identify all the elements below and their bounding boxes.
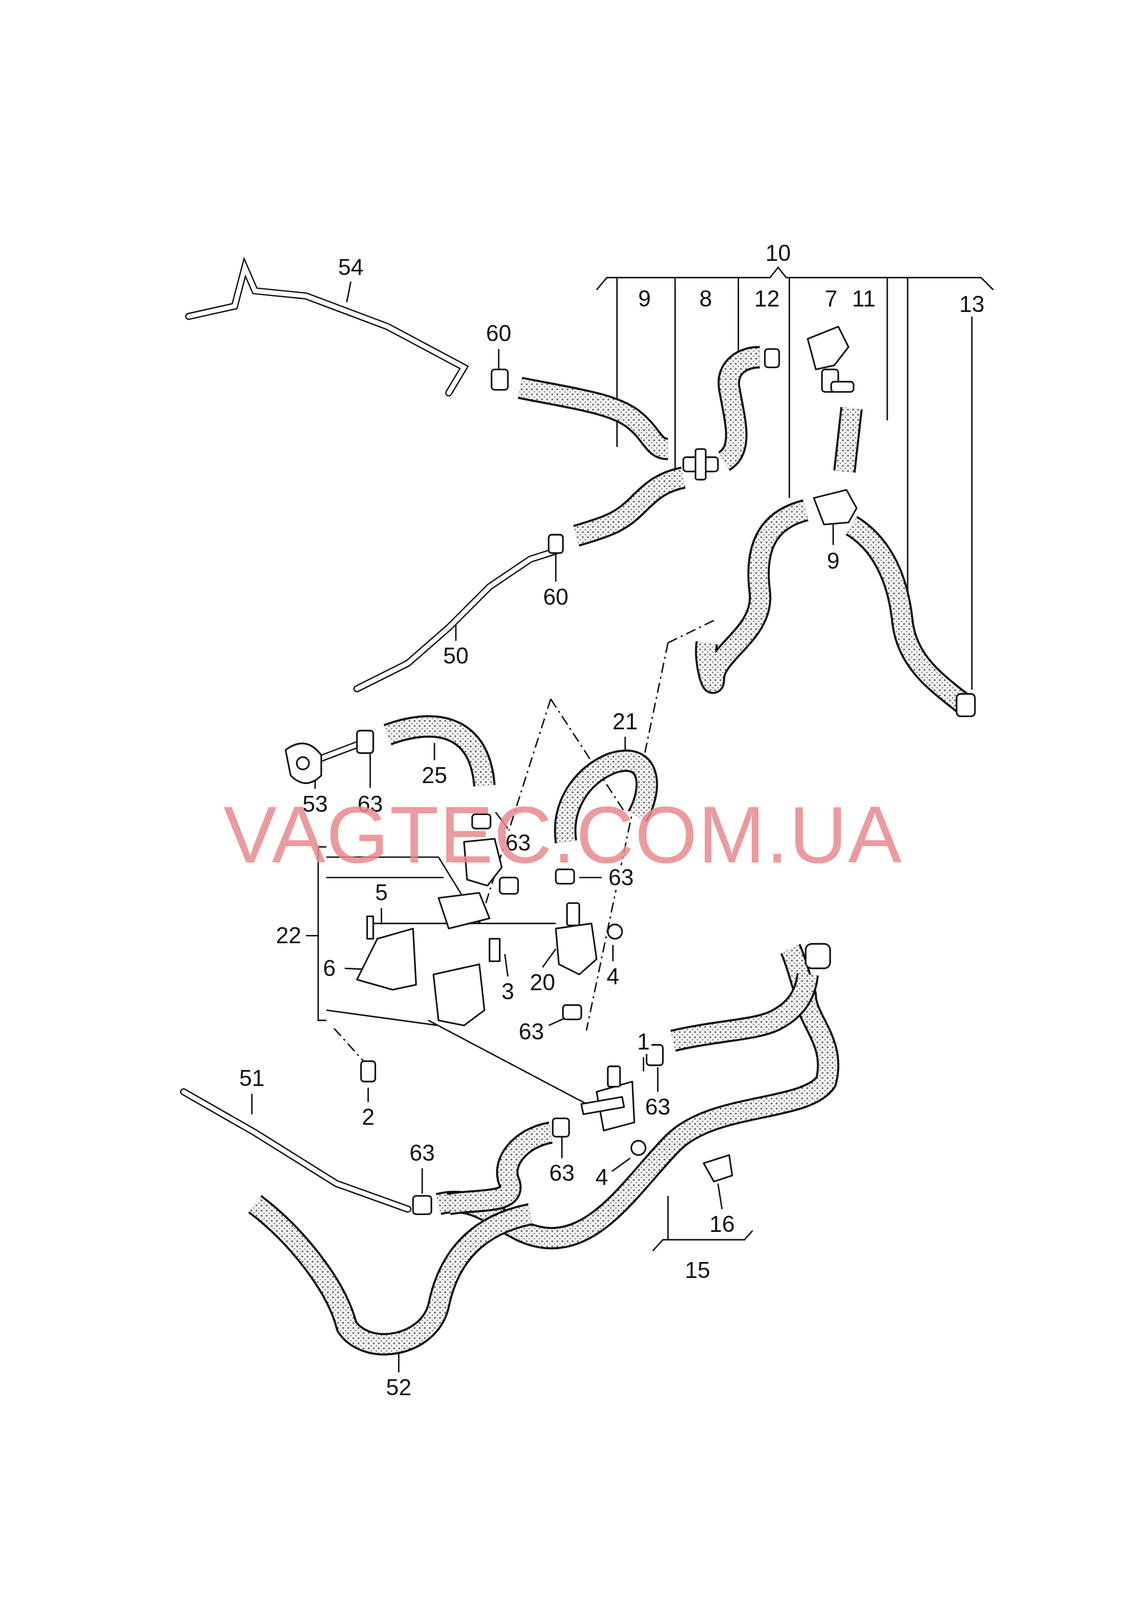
- callout-number: 13: [957, 291, 987, 317]
- callout-number: 8: [697, 286, 714, 311]
- callout-number: 6: [321, 955, 338, 981]
- callout-number: 4: [593, 1164, 610, 1189]
- callout-number: 25: [419, 762, 450, 788]
- callout-number: 1: [635, 1028, 652, 1054]
- callout-number: 60: [484, 320, 514, 346]
- callout-number: 9: [636, 286, 653, 311]
- bracket-lines: [305, 267, 994, 1251]
- callout-number: 11: [850, 286, 878, 311]
- callout-number: 4: [604, 963, 621, 989]
- callout-number: 5: [373, 879, 390, 905]
- callout-number: 63: [407, 1140, 437, 1165]
- callout-number: 20: [527, 969, 558, 995]
- callout-number: 2: [360, 1104, 377, 1129]
- callout-number: 16: [707, 1211, 737, 1236]
- callout-number: 63: [516, 1018, 547, 1044]
- callout-number: 21: [610, 708, 640, 734]
- callout-number: 10: [763, 240, 793, 266]
- callout-number: 22: [273, 922, 304, 948]
- callout-number: 63: [643, 1094, 673, 1119]
- fittings: [285, 326, 975, 1214]
- callout-number: 15: [682, 1257, 713, 1282]
- callout-number: 50: [441, 643, 471, 668]
- callout-number: 7: [822, 286, 840, 311]
- callout-number: 3: [499, 978, 517, 1004]
- callout-number: 60: [541, 584, 571, 610]
- callout-number: 52: [384, 1374, 414, 1400]
- callout-number: 12: [752, 286, 782, 311]
- pipes: [183, 267, 556, 1209]
- callout-number: 63: [547, 1160, 577, 1185]
- callout-number: 51: [237, 1065, 267, 1091]
- callout-number: 9: [825, 548, 842, 574]
- callout-number: 54: [336, 254, 366, 280]
- watermark: VAGTEC.COM.UA: [223, 794, 903, 875]
